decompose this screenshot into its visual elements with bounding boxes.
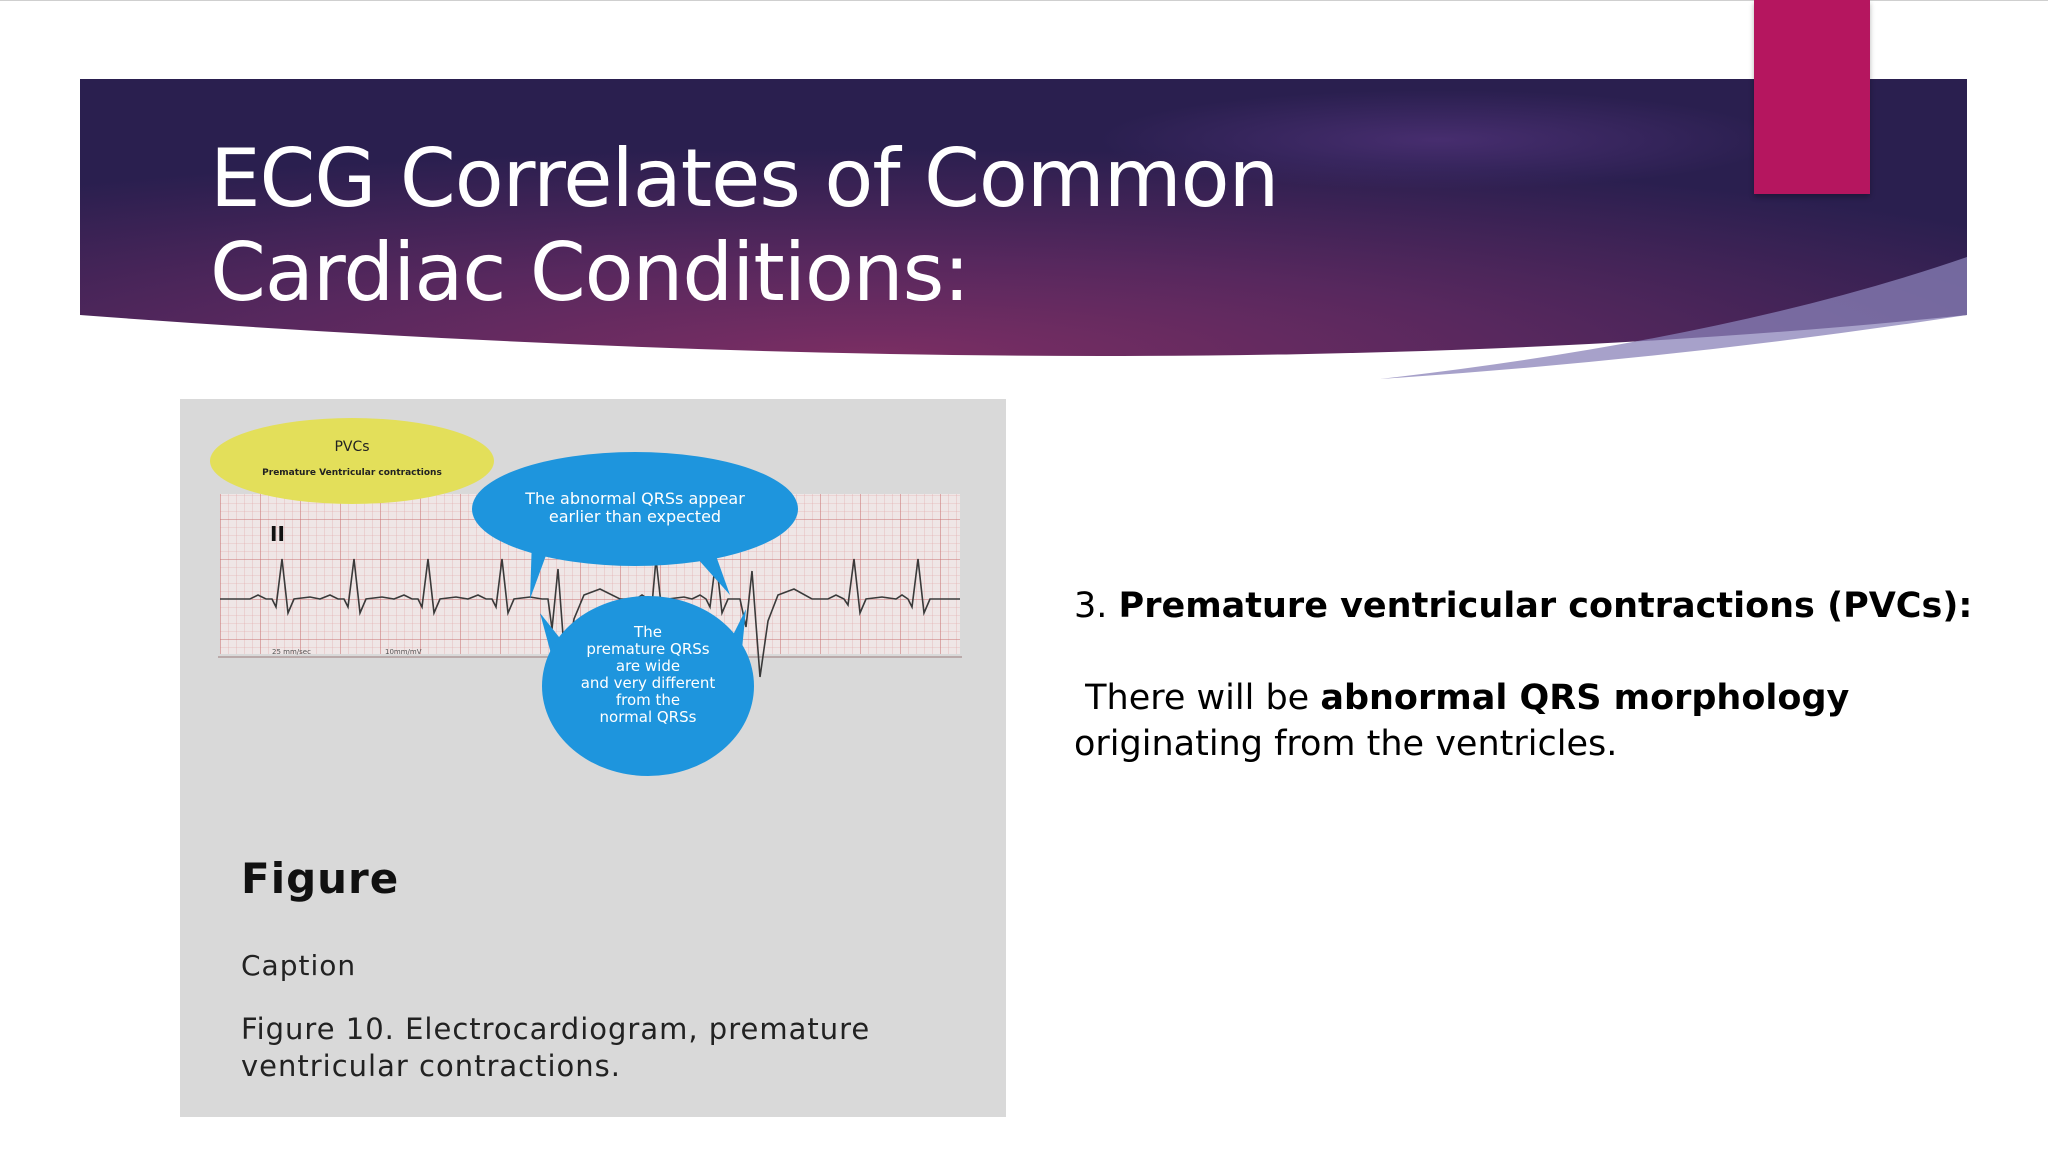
item-title: Premature ventricular contractions (PVCs… xyxy=(1118,586,1973,626)
bubble-bottom-line5: from the xyxy=(616,691,680,709)
figure-caption-label: Caption xyxy=(241,949,357,982)
speed-label: 25 mm/sec xyxy=(272,648,311,656)
pvc-badge-title: PVCs xyxy=(334,439,369,455)
slide-title: ECG Correlates of Common Cardiac Conditi… xyxy=(210,132,1279,319)
pvc-badge xyxy=(210,418,494,504)
bubble-bottom-line2: premature QRSs xyxy=(586,640,709,658)
bubble-top-line2: earlier than expected xyxy=(549,507,721,526)
desc-bold: abnormal QRS morphology xyxy=(1320,678,1850,718)
item-number: 3. xyxy=(1074,586,1108,626)
desc-prefix: There will be xyxy=(1085,678,1310,718)
ecg-figure: II 25 mm/sec 10mm/mV PVCs Premature Vent… xyxy=(180,399,1006,1117)
lead-label: II xyxy=(270,522,285,546)
figure-heading: Figure xyxy=(241,854,400,903)
bubble-bottom-line6: normal QRSs xyxy=(600,708,697,726)
accent-tab xyxy=(1754,0,1870,194)
item-description: There will be abnormal QRS morphology ori… xyxy=(1074,675,1974,767)
bubble-bottom-line3: are wide xyxy=(616,657,680,675)
ecg-illustration: II 25 mm/sec 10mm/mV PVCs Premature Vent… xyxy=(210,418,962,776)
bubble-bottom-line4: and very different xyxy=(581,674,716,692)
item-heading: 3. Premature ventricular contractions (P… xyxy=(1074,583,1974,629)
desc-suffix: originating from the ventricles. xyxy=(1074,724,1618,764)
title-banner xyxy=(80,79,1967,381)
callout-bubble-top xyxy=(472,452,798,566)
top-border xyxy=(0,0,2048,1)
content-block: 3. Premature ventricular contractions (P… xyxy=(1074,583,1974,767)
pvc-badge-subtitle: Premature Ventricular contractions xyxy=(262,468,442,478)
bubble-bottom-line1: The xyxy=(633,623,662,641)
bubble-top-line1: The abnormal QRSs appear xyxy=(524,489,745,508)
callout-bubble-bottom xyxy=(542,596,754,776)
gain-label: 10mm/mV xyxy=(385,648,422,656)
figure-caption-text: Figure 10. Electrocardiogram, premature … xyxy=(241,1012,871,1083)
